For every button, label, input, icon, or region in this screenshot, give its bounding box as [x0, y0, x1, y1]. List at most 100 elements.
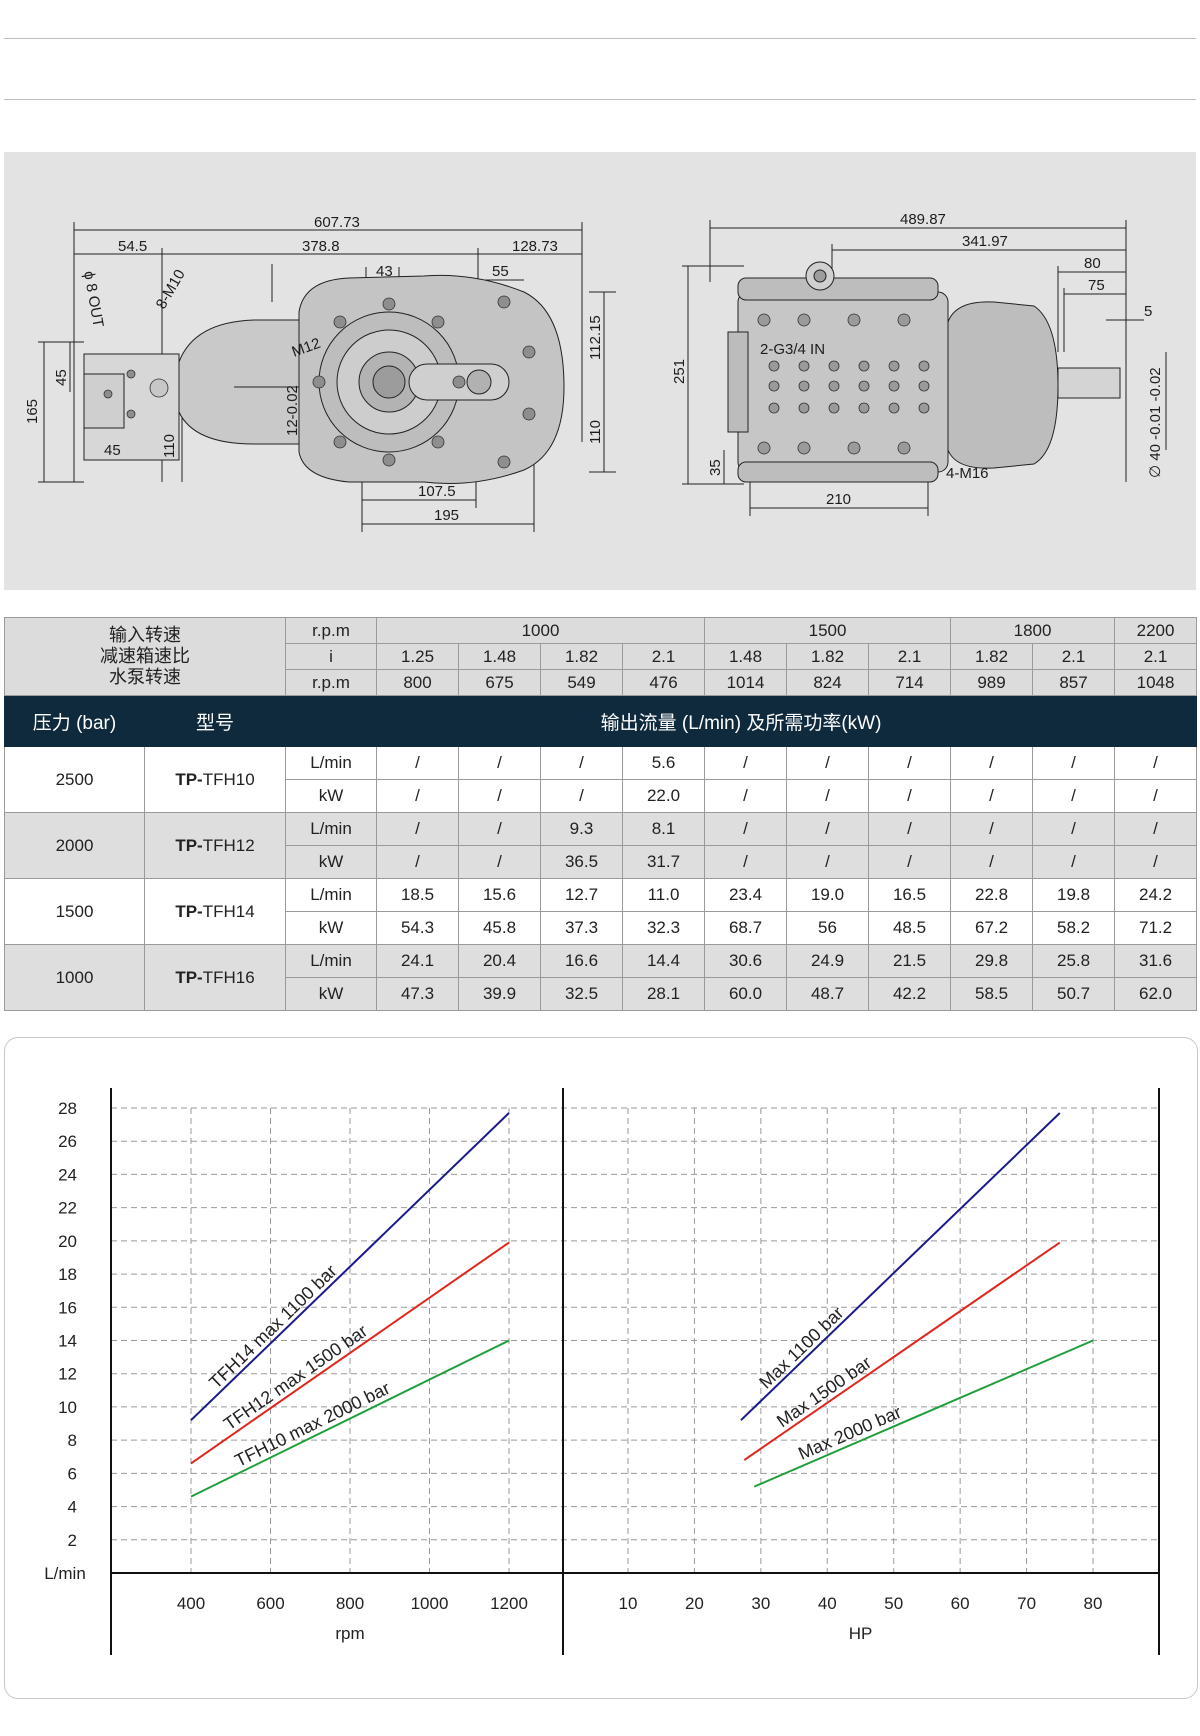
- pump-rpm-cell: 800: [376, 669, 459, 696]
- spec-table: 输入转速 减速箱速比 水泵转速 r.p.m 1000 1500 1800 220…: [4, 617, 1198, 1011]
- speed-group-1800: 1800: [950, 617, 1116, 644]
- flow-cell: /: [786, 746, 870, 780]
- x-axis-label-rpm: rpm: [335, 1624, 364, 1643]
- x-tick-label: 70: [1017, 1594, 1036, 1613]
- unit-lmin: L/min: [285, 944, 377, 978]
- y-tick-label: 10: [58, 1398, 77, 1417]
- power-cell: 56: [786, 911, 870, 945]
- x-tick-label: 20: [685, 1594, 704, 1613]
- power-cell: 39.9: [458, 977, 541, 1011]
- power-cell: /: [868, 845, 952, 879]
- y-tick-label: 26: [58, 1132, 77, 1151]
- pump-dimension-drawing: 607.73 54.5 378.8 128.73 43 55 8-M10 M12…: [24, 211, 1167, 532]
- pump-rpm-cell: 476: [621, 669, 706, 696]
- label-4-m16: 4-M16: [946, 465, 989, 482]
- power-cell: 60.0: [704, 977, 788, 1011]
- dim-210: 210: [826, 491, 851, 508]
- dim-54-5: 54.5: [118, 238, 147, 255]
- flow-cell: 25.8: [1032, 944, 1116, 978]
- y-tick-label: 22: [58, 1199, 77, 1218]
- unit-lmin: L/min: [285, 746, 377, 780]
- pressure-cell: 1500: [4, 878, 145, 945]
- column-header-pressure: 压力 (bar): [4, 695, 145, 747]
- header-title-pump-speed: 水泵转速: [109, 667, 181, 687]
- ratio-cell: 1.48: [458, 643, 541, 670]
- header-row-input-rpm: 输入转速 减速箱速比 水泵转速 r.p.m 1000 1500 1800 220…: [4, 617, 1198, 696]
- model-prefix: TP-: [175, 967, 203, 987]
- right-view-dimension-labels: 489.87 341.97 80 75 5 2-G3/4 IN 251 35 4…: [671, 211, 1164, 508]
- power-cell: 36.5: [540, 845, 623, 879]
- x-tick-label: 400: [177, 1594, 205, 1613]
- header-row-pump-rpm: r.p.m 800 675 549 476 1014 824 714 989 8…: [5, 669, 1198, 696]
- power-cell: 58.5: [950, 977, 1034, 1011]
- power-cell: 58.2: [1032, 911, 1116, 945]
- y-tick-label: 16: [58, 1298, 77, 1317]
- power-cell: 67.2: [950, 911, 1034, 945]
- flow-cell: /: [1032, 812, 1116, 846]
- power-cell: /: [376, 779, 459, 813]
- x-tick-label: 800: [336, 1594, 364, 1613]
- dim-110-left: 110: [161, 434, 178, 458]
- technical-drawing-panel: 607.73 54.5 378.8 128.73 43 55 8-M10 M12…: [4, 152, 1196, 590]
- flow-cell: /: [458, 812, 541, 846]
- speed-group-1000: 1000: [375, 617, 706, 644]
- dim-45-vertical: 45: [53, 369, 70, 386]
- pressure-cell: 1000: [4, 944, 145, 1011]
- power-cell: 28.1: [621, 977, 706, 1011]
- power-cell: /: [868, 779, 952, 813]
- power-cell: /: [704, 779, 788, 813]
- dim-overall-length: 607.73: [314, 214, 360, 231]
- power-cell: /: [1032, 845, 1116, 879]
- dim-43: 43: [376, 263, 393, 280]
- power-cell: /: [950, 779, 1034, 813]
- model-suffix: TFH10: [202, 769, 255, 789]
- unit-kw: kW: [285, 977, 377, 1011]
- series-line: [190, 1339, 510, 1498]
- y-tick-label: 14: [58, 1332, 77, 1351]
- model-cell: TP-TFH14: [144, 878, 286, 945]
- dim-195: 195: [434, 507, 459, 524]
- flow-cell: /: [1114, 812, 1198, 846]
- y-tick-label: 6: [68, 1464, 77, 1483]
- flow-cell: /: [950, 746, 1034, 780]
- row-label-pump-rpm: r.p.m: [285, 669, 377, 696]
- pressure-cell: 2000: [4, 812, 145, 879]
- header-title-ratio: 减速箱速比: [100, 646, 190, 666]
- label-2-g3-4-in: 2-G3/4 IN: [760, 341, 825, 358]
- power-cell: /: [1032, 779, 1116, 813]
- flow-cell: /: [540, 746, 623, 780]
- power-cell: /: [786, 779, 870, 813]
- flow-cell: 24.1: [376, 944, 459, 978]
- power-cell: 54.3: [376, 911, 459, 945]
- series-line: [753, 1339, 1094, 1488]
- model-cell: TP-TFH10: [144, 746, 286, 813]
- flow-cell: /: [1114, 746, 1198, 780]
- dim-80: 80: [1084, 255, 1101, 272]
- power-cell: /: [1114, 779, 1198, 813]
- model-prefix: TP-: [175, 835, 203, 855]
- flow-cell: /: [376, 812, 459, 846]
- series-line: [740, 1112, 1061, 1421]
- y-tick-label: 8: [68, 1431, 77, 1450]
- x-tick-label: 80: [1084, 1594, 1103, 1613]
- x-tick-label: 1200: [490, 1594, 528, 1613]
- model-cell: TP-TFH12: [144, 812, 286, 879]
- power-cell: 42.2: [868, 977, 952, 1011]
- pump-rpm-cell: 989: [950, 669, 1034, 696]
- flow-cell: 16.6: [540, 944, 623, 978]
- x-tick-label: 60: [951, 1594, 970, 1613]
- flow-cell: 12.7: [540, 878, 623, 912]
- flow-cell: 9.3: [540, 812, 623, 846]
- y-tick-label: 4: [68, 1498, 77, 1517]
- flow-cell: /: [1032, 746, 1116, 780]
- power-cell: /: [950, 845, 1034, 879]
- series-line: [190, 1112, 510, 1421]
- power-cell: /: [786, 845, 870, 879]
- flow-cell: 30.6: [704, 944, 788, 978]
- power-cell: /: [704, 845, 788, 879]
- speed-group-2200: 2200: [1114, 617, 1198, 644]
